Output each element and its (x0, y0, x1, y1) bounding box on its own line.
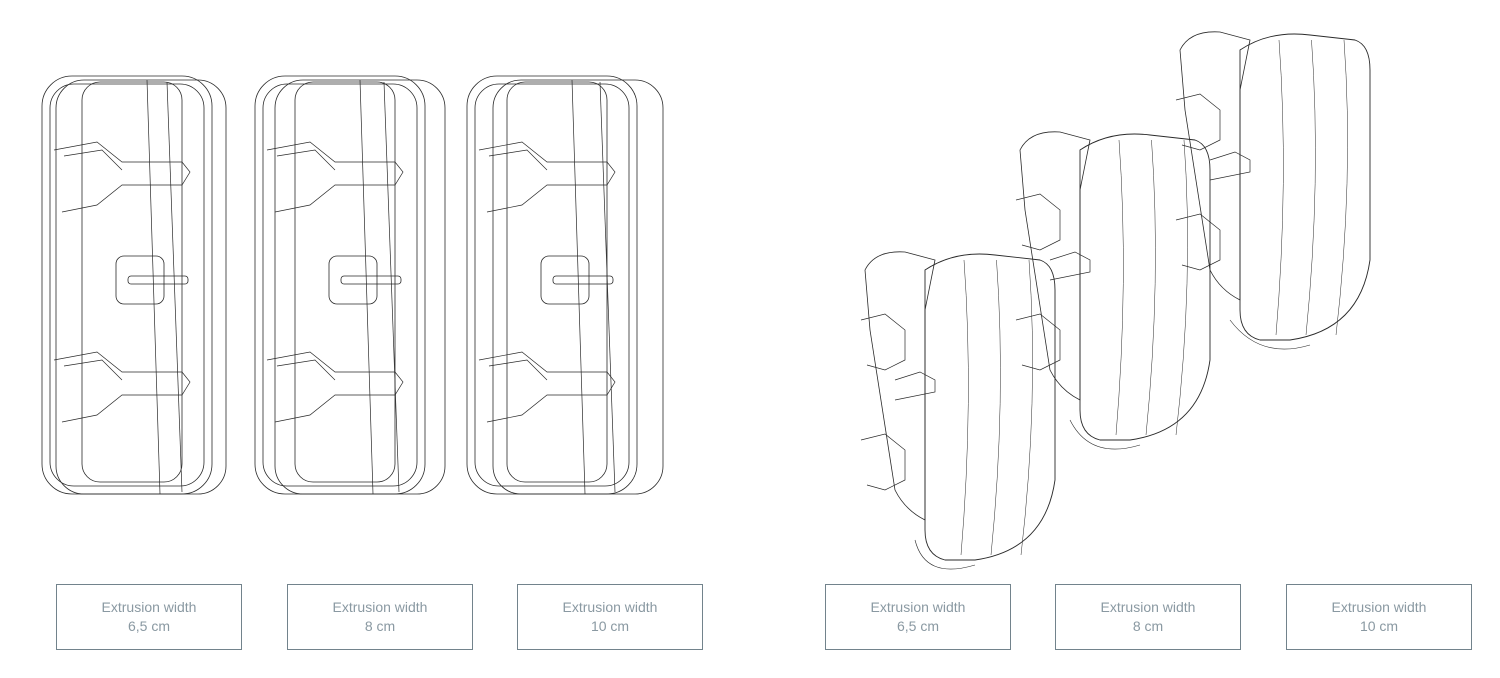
contour-line (1145, 139, 1156, 436)
center-slot-frame (115, 255, 165, 305)
center-slot-frame (328, 255, 378, 305)
extruded-shell (55, 79, 227, 495)
label-value: 6,5 cm (127, 618, 170, 634)
bottom-edge (1229, 319, 1311, 350)
seam-line (146, 79, 161, 495)
front-plate (924, 253, 1056, 561)
label-value: 8 cm (364, 618, 396, 634)
grip-tab (266, 351, 404, 423)
center-slot (552, 275, 614, 285)
outer-shell (466, 75, 638, 495)
seam-line (166, 81, 183, 493)
label-title: Extrusion width (1331, 599, 1427, 615)
label-value: 6,5 cm (896, 618, 939, 634)
grip-tab (860, 433, 906, 491)
front-view-1 (254, 75, 446, 495)
label-title: Extrusion width (101, 599, 197, 615)
label-title: Extrusion width (332, 599, 428, 615)
label-value: 10 cm (590, 618, 630, 634)
contour-line (1175, 139, 1188, 436)
center-slot (894, 371, 936, 401)
center-slot (127, 275, 189, 285)
label-title: Extrusion width (870, 599, 966, 615)
label-title: Extrusion width (562, 599, 658, 615)
extruded-shell (492, 79, 664, 495)
contour-line (1275, 39, 1284, 336)
grip-tab (860, 313, 906, 371)
contour-line (1305, 39, 1316, 336)
grip-edge (488, 149, 548, 171)
seam-line (599, 81, 616, 493)
back-shell (1019, 131, 1091, 401)
contour-line (1335, 39, 1348, 336)
grip-tab (478, 141, 616, 213)
back-shell (1179, 31, 1251, 301)
iso-view-2 (1175, 31, 1371, 350)
seam-line (359, 79, 374, 495)
iso-label-8cm: Extrusion width 8 cm (1055, 584, 1241, 650)
grip-edge (63, 359, 123, 381)
center-slot-frame (540, 255, 590, 305)
seam-line (383, 81, 400, 493)
grip-tab (53, 351, 191, 423)
back-shell (864, 251, 936, 521)
iso-view-0 (860, 251, 1056, 570)
iso-view-1 (1015, 131, 1211, 450)
center-slot (1209, 151, 1251, 181)
contour-line (990, 259, 1001, 556)
front-plate (1079, 133, 1211, 441)
center-slot (1049, 251, 1091, 281)
front-label-6-5cm: Extrusion width 6,5 cm (56, 584, 242, 650)
grip-tab (478, 351, 616, 423)
contour-line (1115, 139, 1124, 436)
bottom-edge (1069, 419, 1141, 450)
inner-contour (262, 83, 418, 487)
inner-contour (474, 83, 630, 487)
center-slot (340, 275, 402, 285)
front-label-8cm: Extrusion width 8 cm (287, 584, 473, 650)
grip-edge (63, 149, 123, 171)
label-value: 10 cm (1359, 618, 1399, 634)
front-view-2 (466, 75, 664, 495)
outer-shell (254, 75, 426, 495)
extruded-shell (274, 79, 446, 495)
grip-tab (266, 141, 404, 213)
grip-tab (1175, 213, 1221, 271)
cavity (81, 81, 183, 483)
grip-edge (276, 359, 336, 381)
front-view-0 (41, 75, 227, 495)
seam-line (571, 79, 586, 495)
cavity (294, 81, 396, 483)
label-value: 8 cm (1132, 618, 1164, 634)
label-title: Extrusion width (1100, 599, 1196, 615)
grip-tab (1175, 93, 1221, 151)
front-label-10cm: Extrusion width 10 cm (517, 584, 703, 650)
front-plate (1239, 33, 1371, 341)
grip-edge (488, 359, 548, 381)
outer-shell (41, 75, 213, 495)
contour-line (960, 259, 969, 556)
contour-line (1020, 259, 1033, 556)
bottom-edge (914, 539, 976, 570)
grip-tab (1015, 193, 1061, 251)
grip-edge (276, 149, 336, 171)
iso-label-6-5cm: Extrusion width 6,5 cm (825, 584, 1011, 650)
iso-label-10cm: Extrusion width 10 cm (1286, 584, 1472, 650)
inner-contour (49, 83, 205, 487)
grip-tab (53, 141, 191, 213)
grip-tab (1015, 313, 1061, 371)
